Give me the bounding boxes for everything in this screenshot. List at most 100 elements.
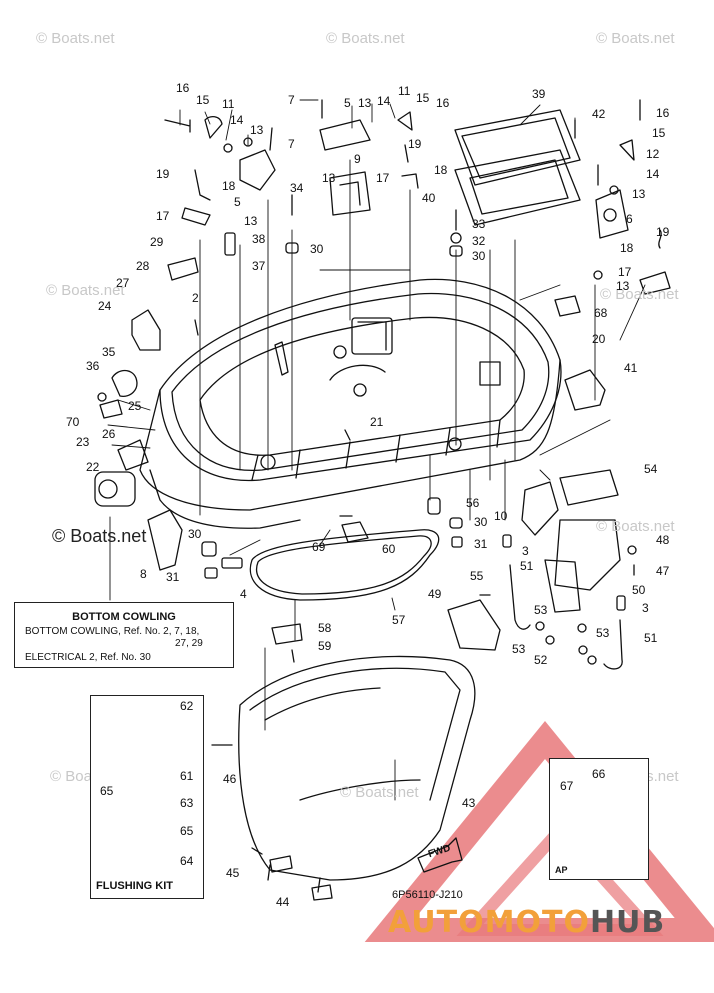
callout: 58 [318,621,332,635]
callout: 31 [474,537,488,551]
callout: 59 [318,639,332,653]
callout: 17 [156,209,170,223]
brand-part-1: AUTOMOTO [388,905,590,940]
callout: 10 [494,509,508,523]
callout: 2 [192,291,199,305]
callout: 28 [136,259,150,273]
callout: 13 [250,123,264,137]
upper-left-parts [94,116,276,579]
callout: 38 [252,232,266,246]
diagram-code: 6P56110-J210 [392,889,463,901]
callout: 34 [290,181,304,195]
callout: 27 [116,276,130,290]
legend-line-1: BOTTOM COWLING, Ref. No. 2, 7, 18, [25,626,200,637]
callout: 20 [592,332,606,346]
callout: 36 [86,359,100,373]
center-small-parts [211,429,369,901]
callout: 21 [370,415,384,429]
callout: 30 [472,249,486,263]
callout: 41 [624,361,638,375]
callout: 13 [632,187,646,201]
callout: 9 [354,152,361,166]
callout: 11 [222,97,235,111]
callout: 18 [620,241,634,255]
legend-line-2: 27, 29 [175,638,203,649]
callout: 52 [534,653,548,667]
callout: 31 [166,570,180,584]
legend-title: BOTTOM COWLING [72,611,176,623]
callout: 16 [656,106,670,120]
callout: 15 [652,126,666,140]
callout: 54 [644,462,658,476]
callout: 30 [310,242,324,256]
callout: 5 [344,96,351,110]
callout: 13 [244,214,258,228]
callout: 37 [252,259,266,273]
callout: 3 [642,601,649,615]
callout: 13 [358,96,372,110]
callout: 50 [632,583,646,597]
callout: 49 [428,587,442,601]
watermark: © Boats.net [596,518,675,535]
callout: 19 [656,225,670,239]
seal-57 [249,529,440,601]
callout: 15 [416,91,430,105]
callout: 63 [180,796,194,810]
callout: 39 [532,87,546,101]
watermark: © Boats.net [600,286,679,303]
callout: 56 [466,496,480,510]
watermark: © Boats.net [326,30,405,47]
callout: 17 [376,171,390,185]
cover-plate [454,99,671,295]
ap-box [549,758,649,880]
callout: 13 [616,279,630,293]
callout: 35 [102,345,116,359]
callout: 14 [230,113,244,127]
watermark-bold: © Boats.net [52,526,147,546]
bottom-cowling-body [139,278,562,529]
callout: 30 [188,527,202,541]
callout: 65 [180,824,194,838]
callout: 14 [646,167,660,181]
callout: 26 [102,427,116,441]
callout: 51 [644,631,658,645]
callout: 8 [140,567,147,581]
callout: 44 [276,895,290,909]
callout: 32 [472,234,486,248]
brand-part-2: HUB [589,905,666,940]
callout: 65 [100,784,114,798]
callout: 40 [422,191,436,205]
watermark: © Boats.net [46,282,125,299]
callout: 33 [472,217,486,231]
callout: 53 [596,626,610,640]
bottom-cowling-legend: BOTTOM COWLING BOTTOM COWLING, Ref. No. … [14,602,234,668]
callout: 69 [312,540,326,554]
callout: 3 [522,544,529,558]
watermark: © Boats.net [36,30,115,47]
callout: 67 [560,779,574,793]
callout: 70 [66,415,80,429]
callout: 16 [176,81,190,95]
leader-lines [107,99,646,801]
callout: 17 [618,265,632,279]
callout: 53 [534,603,548,617]
right-side-parts [427,295,637,670]
callout: 48 [656,533,670,547]
watermark: © Boats.net [340,784,419,801]
watermark: © Boats.net [596,30,675,47]
upper-center-parts [285,99,463,257]
callout: 24 [98,299,112,313]
callout: 68 [594,306,608,320]
callout: 11 [398,84,411,98]
callout: 47 [656,564,670,578]
callout: 60 [382,542,396,556]
callout: 43 [462,796,476,810]
callout: 7 [288,137,295,151]
callout: 45 [226,866,240,880]
callout: 66 [592,767,606,781]
callout: 6 [626,212,633,226]
callout: 18 [222,179,236,193]
lower-cowling [238,655,476,893]
callout: 16 [436,96,450,110]
callout: 15 [196,93,210,107]
